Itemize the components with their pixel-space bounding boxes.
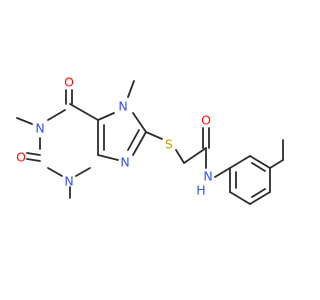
- atom-n-methyl-top: N: [118, 99, 127, 114]
- bond-s-ch2: [175, 149, 185, 164]
- atom-labels: O N N O N N S O N H: [16, 75, 213, 198]
- bond-ph-ethyl: [269, 159, 284, 169]
- bond-c2-o-left-a: [26, 152, 41, 156]
- atom-s-thio: S: [165, 137, 173, 152]
- bond-ph-4: [249, 191, 271, 205]
- atom-o-left: O: [16, 150, 26, 165]
- bond-n3-c4: [75, 167, 91, 177]
- bond-c2-o-left-b: [26, 158, 41, 162]
- bond-c6-n1: [47, 109, 66, 121]
- bond-ph-inner-1: [251, 162, 266, 172]
- atom-o-amide: O: [201, 113, 211, 128]
- molecule-structure: O N N O N N S O N H: [16, 75, 284, 205]
- bond-ph-5: [229, 191, 251, 205]
- bond-c5-n7: [97, 112, 115, 121]
- atom-n-amide: N: [203, 169, 212, 184]
- bond-n9-c4: [97, 154, 119, 161]
- bond-ph-1: [229, 155, 251, 169]
- bond-c8-n9-b: [127, 129, 140, 151]
- atom-h-amide: H: [196, 183, 205, 198]
- bond-lines: [16, 80, 284, 205]
- bond-ph-inner-2: [251, 188, 266, 198]
- bond-c5-c6: [69, 103, 99, 121]
- atom-n-methyl-bottom: N: [64, 174, 73, 189]
- bond-n7-c8: [132, 112, 147, 133]
- bond-c2-n3: [47, 167, 63, 177]
- bond-n7-methyl: [127, 80, 135, 98]
- bond-c8-n9-a: [132, 131, 147, 156]
- bond-ch2-c-amide: [183, 147, 207, 164]
- atom-n-ring-bottom: N: [120, 155, 129, 170]
- bond-c8-s: [145, 131, 163, 140]
- bond-n-aryl: [214, 167, 231, 178]
- atom-n-methyl-left: N: [35, 121, 44, 136]
- atom-o-top: O: [64, 75, 74, 90]
- bond-ph-2: [249, 155, 271, 169]
- bond-n1-methyl: [16, 117, 33, 125]
